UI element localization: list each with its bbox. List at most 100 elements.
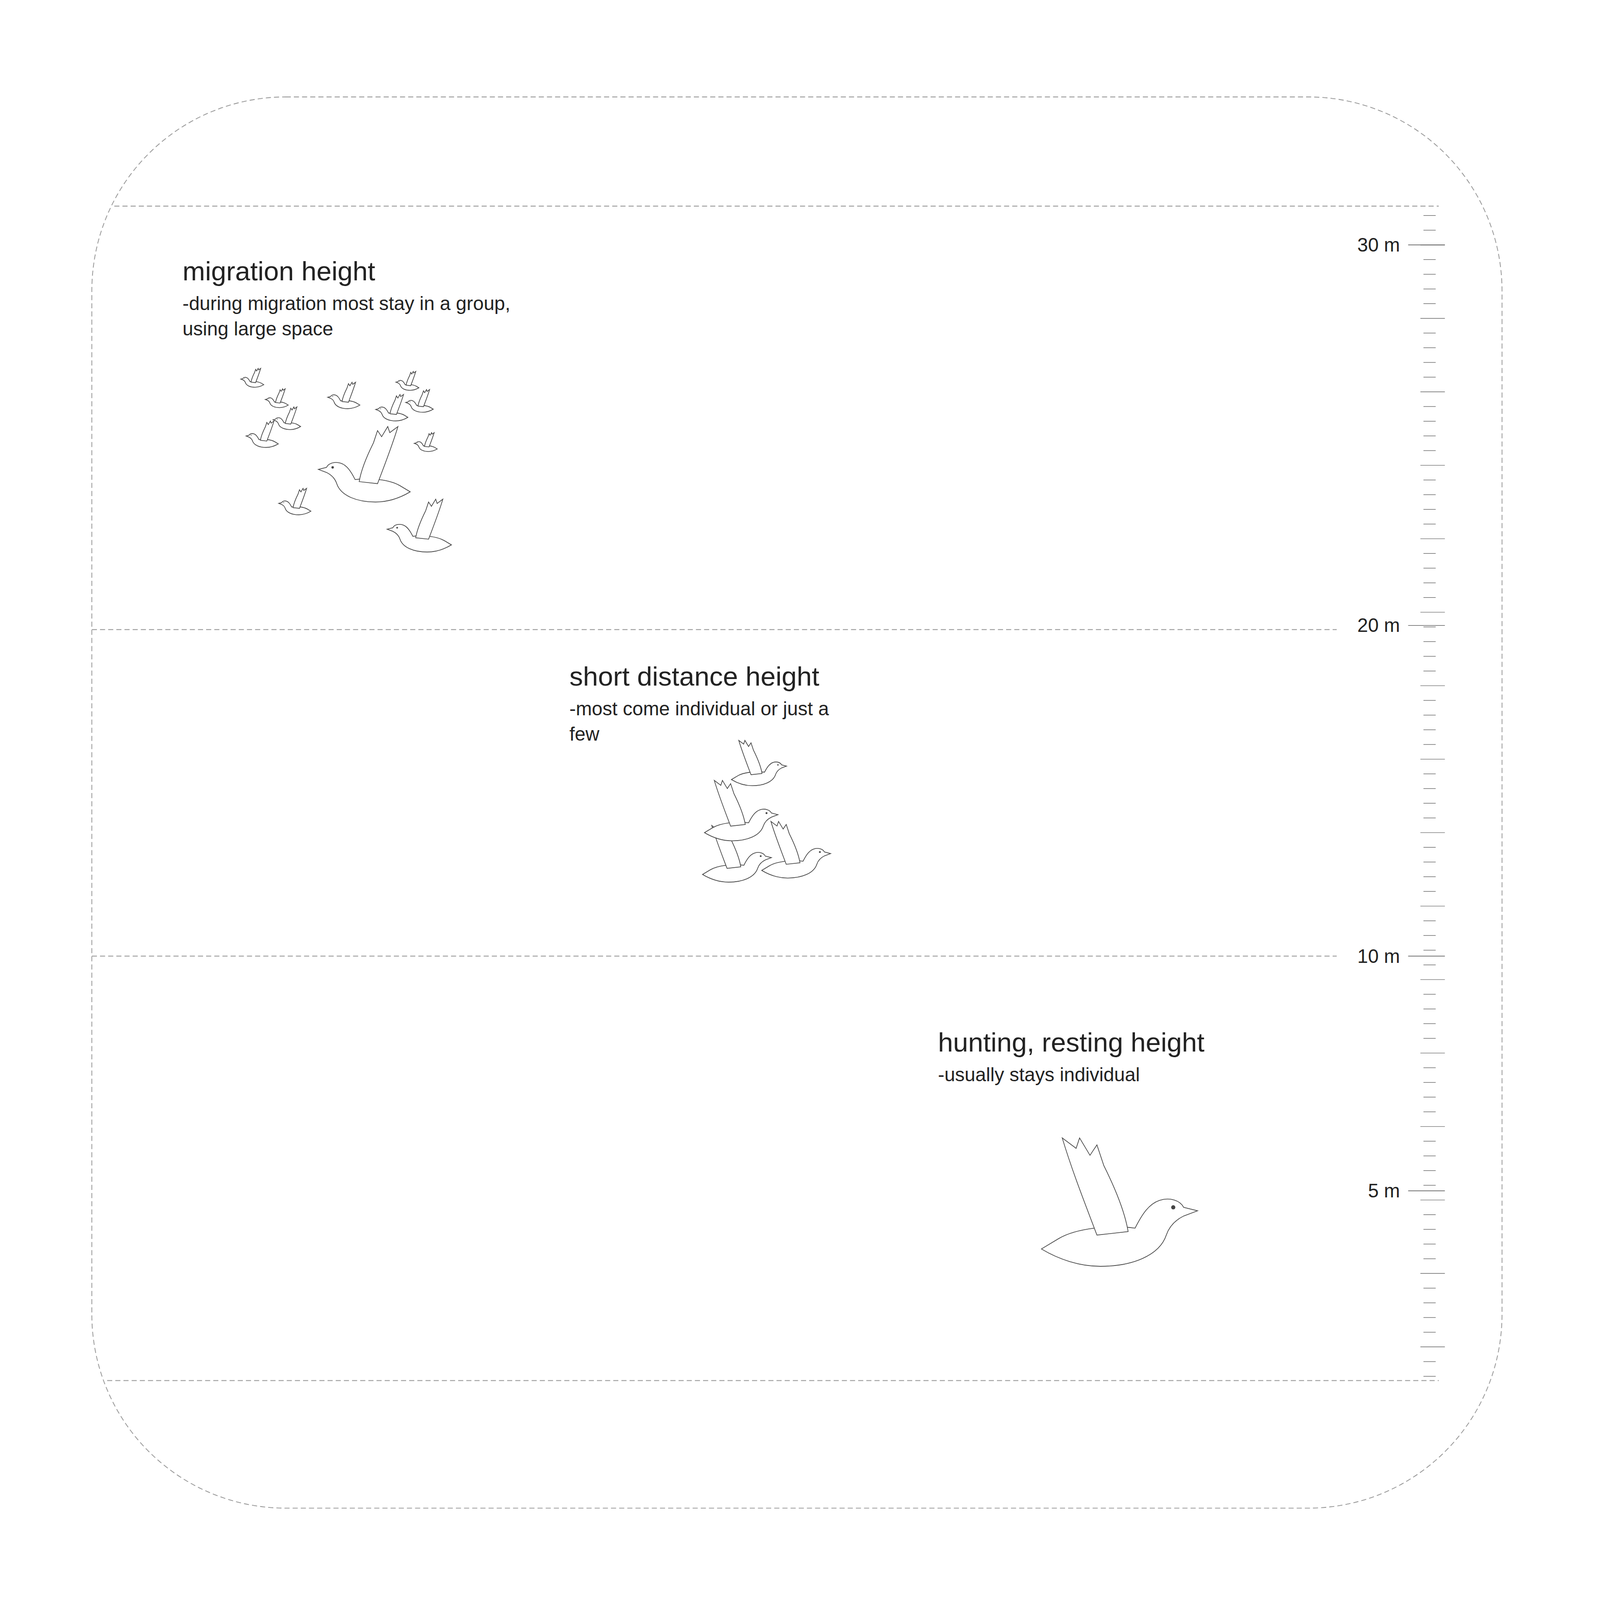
ruler-tick <box>1423 714 1436 716</box>
ruler-tick <box>1420 1346 1445 1348</box>
ruler-tick <box>1423 597 1436 598</box>
ruler-tick <box>1423 655 1436 657</box>
ruler-tick <box>1423 803 1436 804</box>
ruler-tick <box>1423 1243 1436 1245</box>
ruler-tick <box>1423 1141 1436 1142</box>
band-note: -most come individual or just a few <box>569 696 849 747</box>
ruler-tick <box>1423 891 1436 892</box>
ruler-tick <box>1423 406 1436 407</box>
ruler-tick <box>1423 274 1436 275</box>
ruler-tick <box>1423 524 1436 525</box>
ruler-tick <box>1423 1214 1436 1215</box>
ruler-tick <box>1423 347 1436 349</box>
ruler-tick <box>1423 1023 1436 1025</box>
band-heading: short distance height <box>569 660 849 693</box>
ruler-tick <box>1423 788 1436 789</box>
ruler-tick <box>1423 949 1436 951</box>
ruler-tick <box>1423 1082 1436 1083</box>
ruler-tick <box>1423 729 1436 731</box>
height-band: short distance height-most come individu… <box>91 629 1337 957</box>
ruler-tick <box>1420 538 1445 539</box>
height-mark: 5 m <box>1368 1178 1400 1204</box>
ruler-tick <box>1423 876 1436 877</box>
ruler-tick <box>1420 1126 1445 1127</box>
ruler-tick <box>1423 1096 1436 1098</box>
ruler-tick <box>1423 420 1436 422</box>
ruler-tick <box>1420 317 1445 319</box>
height-ruler <box>1408 215 1445 1377</box>
ruler-tick <box>1423 817 1436 819</box>
ruler-tick <box>1420 1199 1445 1200</box>
ruler-major-tick <box>1408 625 1445 626</box>
height-mark: 20 m <box>1357 613 1400 638</box>
ruler-tick <box>1423 1111 1436 1112</box>
ruler-tick <box>1423 744 1436 745</box>
ruler-major-tick <box>1408 1190 1445 1191</box>
ruler-tick <box>1423 567 1436 569</box>
band-heading: hunting, resting height <box>937 1026 1332 1059</box>
ruler-tick <box>1423 1375 1436 1377</box>
ruler-tick <box>1423 626 1436 628</box>
migration-flock <box>240 368 452 553</box>
ruler-tick <box>1420 758 1445 760</box>
ruler-tick <box>1423 553 1436 554</box>
ruler-tick <box>1423 920 1436 921</box>
ruler-tick <box>1423 1037 1436 1039</box>
ruler-tick <box>1423 1185 1436 1186</box>
single-duck <box>1041 1137 1198 1267</box>
ruler-tick <box>1423 1258 1436 1259</box>
ruler-tick <box>1423 450 1436 451</box>
ruler-tick <box>1423 582 1436 583</box>
ruler-tick <box>1423 847 1436 848</box>
ruler-tick <box>1423 993 1436 995</box>
band-divider <box>91 955 1337 957</box>
ruler-tick <box>1423 259 1436 260</box>
band-note: -usually stays individual <box>937 1062 1332 1088</box>
ruler-tick <box>1423 288 1436 290</box>
height-band: migration height-during migration most s… <box>91 206 1337 630</box>
band-note: -during migration most stay in a group, … <box>182 290 532 342</box>
ruler-tick <box>1423 435 1436 437</box>
ruler-tick <box>1420 685 1445 687</box>
band-text: hunting, resting height -usually stays in… <box>937 1026 1332 1088</box>
ruler-tick <box>1423 494 1436 495</box>
outer-boundary <box>91 96 1502 1509</box>
ruler-tick <box>1423 1067 1436 1069</box>
ruler-tick <box>1423 303 1436 304</box>
ruler-tick <box>1423 215 1436 216</box>
band-divider <box>114 205 1439 207</box>
ruler-tick <box>1423 670 1436 672</box>
ruler-tick <box>1423 861 1436 863</box>
short-distance-group <box>702 740 831 883</box>
ruler-tick <box>1420 1273 1445 1274</box>
ruler-tick <box>1423 479 1436 481</box>
ruler-tick <box>1423 773 1436 775</box>
ruler-tick <box>1423 1317 1436 1318</box>
ruler-tick <box>1423 1170 1436 1171</box>
ruler-tick <box>1420 465 1445 466</box>
ruler-tick <box>1420 391 1445 393</box>
ruler-tick <box>1423 230 1436 231</box>
ruler-tick <box>1420 905 1445 907</box>
ruler-tick <box>1423 935 1436 936</box>
band-text: migration height-during migration most s… <box>182 255 532 342</box>
ruler-tick <box>1423 1008 1436 1010</box>
ruler-tick <box>1423 332 1436 334</box>
ruler-tick <box>1423 1229 1436 1230</box>
ruler-tick <box>1423 1287 1436 1289</box>
ruler-tick <box>1423 1302 1436 1304</box>
band-heading: migration height <box>182 255 532 288</box>
ruler-tick <box>1423 362 1436 363</box>
ruler-tick <box>1423 1155 1436 1156</box>
ruler-tick <box>1420 611 1445 613</box>
ruler-tick <box>1423 1331 1436 1333</box>
ruler-tick <box>1420 832 1445 833</box>
ruler-tick <box>1423 964 1436 966</box>
ruler-major-tick <box>1408 955 1445 957</box>
ruler-tick <box>1420 1052 1445 1054</box>
band-divider <box>91 629 1337 631</box>
band-divider <box>106 1380 1439 1382</box>
height-mark: 10 m <box>1357 944 1400 969</box>
ruler-tick <box>1423 641 1436 642</box>
